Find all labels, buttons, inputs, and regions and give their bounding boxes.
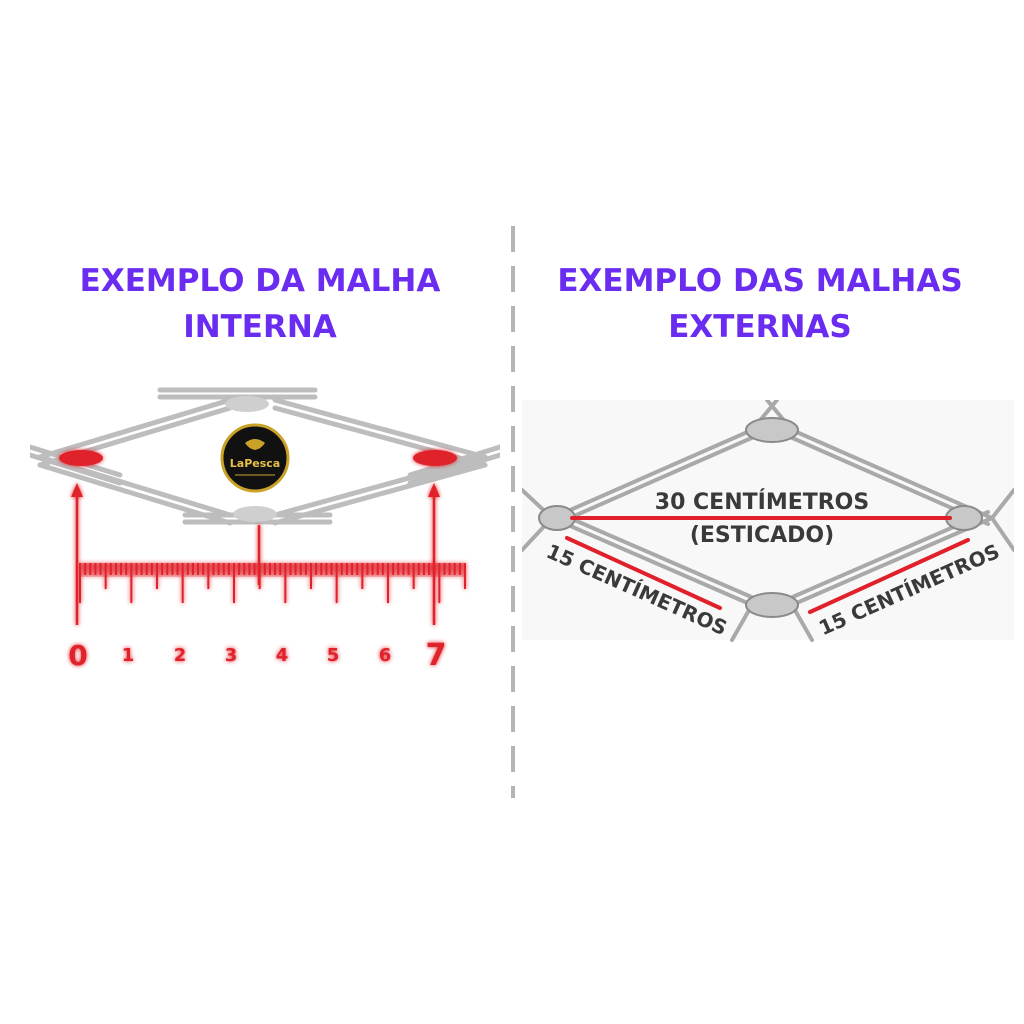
stretched-note-label: (ESTICADO) (690, 523, 834, 548)
rope-strands (522, 400, 1014, 642)
ruler-label-4: 4 (276, 645, 289, 666)
stretched-length-label: 30 CENTÍMETROS (655, 489, 869, 515)
measure-point-end (413, 450, 457, 466)
ruler-label-3: 3 (225, 645, 238, 666)
lapesca-logo: LaPesca (220, 423, 290, 493)
ruler-label-5: 5 (327, 645, 340, 666)
outer-mesh-title-line1: EXEMPLO DAS MALHAS (557, 263, 963, 299)
arrows (71, 483, 440, 625)
measure-point-start (59, 450, 103, 466)
ruler-label-1: 1 (122, 645, 135, 666)
net-knots (225, 396, 277, 522)
inner-mesh-title-line2: INTERNA (183, 309, 337, 345)
ruler-label-2: 2 (174, 645, 187, 666)
rope-knots (538, 417, 983, 618)
ruler-label-7: 7 (426, 638, 447, 673)
outer-mesh-title: EXEMPLO DAS MALHAS EXTERNAS (540, 258, 980, 350)
svg-text:LaPesca: LaPesca (230, 457, 280, 470)
inner-mesh-title-line1: EXEMPLO DA MALHA (79, 263, 441, 299)
ruler-label-6: 6 (379, 645, 392, 666)
ruler (79, 525, 466, 603)
inner-mesh-title: EXEMPLO DA MALHA INTERNA (60, 258, 460, 350)
outer-mesh-diagram: 30 CENTÍMETROS (ESTICADO) 15 CENTÍMETROS… (522, 400, 1014, 642)
dashed-divider (511, 226, 515, 798)
inner-mesh-diagram: LaPesca 0 1 2 3 4 5 6 7 (30, 387, 500, 673)
measure-lines (565, 516, 970, 614)
ruler-label-0: 0 (68, 639, 87, 672)
outer-mesh-title-line2: EXTERNAS (668, 309, 852, 345)
ruler-labels: 0 1 2 3 4 5 6 7 (68, 638, 446, 673)
